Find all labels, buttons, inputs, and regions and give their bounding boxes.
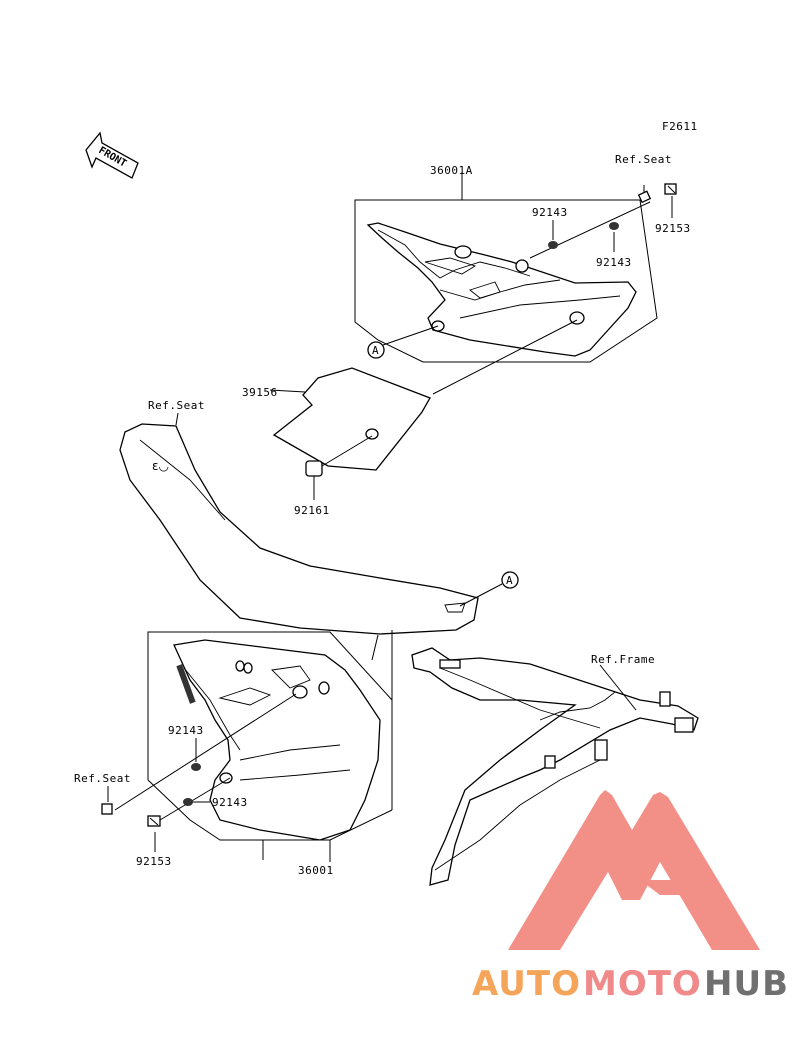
pad-39156 (272, 367, 431, 471)
bolt-upper-icon (637, 183, 677, 204)
label-ref-seat-left: Ref.Seat (74, 772, 131, 785)
seat-logo-icon: ε◡ (152, 459, 169, 473)
logo-text-moto: MOTO (583, 964, 702, 1004)
figure-code: F2611 (662, 120, 698, 133)
automotohub-logo (508, 790, 760, 950)
label-92143-top-a: 92143 (532, 206, 568, 219)
marker-a-top-label: A (372, 344, 379, 357)
logo-text-hub: HUB (704, 964, 789, 1004)
marker-a-seat (501, 571, 519, 589)
label-39156: 39156 (242, 386, 278, 399)
label-ref-seat-top: Ref.Seat (615, 153, 672, 166)
marker-a-top (367, 341, 385, 359)
label-92143-top-b: 92143 (596, 256, 632, 269)
label-ref-seat-main: Ref.Seat (148, 399, 205, 412)
logo-text-auto: AUTO (472, 964, 581, 1004)
cover-left-assembly (147, 630, 393, 841)
label-92143-left-a: 92143 (168, 724, 204, 737)
label-92161: 92161 (294, 504, 330, 517)
label-36001: 36001 (298, 864, 334, 877)
collar-upper-icon (548, 222, 619, 249)
label-92153-top: 92153 (655, 222, 691, 235)
logo-triangle-icon (508, 790, 760, 950)
bolt-lower-icon (101, 803, 161, 827)
damper-icon (305, 435, 373, 477)
marker-a-seat-label: A (506, 574, 513, 587)
label-ref-frame: Ref.Frame (591, 653, 655, 666)
frame-reference (411, 647, 699, 886)
label-92143-left-b: 92143 (212, 796, 248, 809)
label-92153-left: 92153 (136, 855, 172, 868)
seat-reference: ε◡ (119, 423, 479, 635)
label-36001a: 36001A (430, 164, 473, 177)
cover-right-assembly (354, 177, 658, 363)
front-arrow-icon: FRONT (85, 131, 139, 179)
collar-lower-icon (183, 763, 201, 806)
